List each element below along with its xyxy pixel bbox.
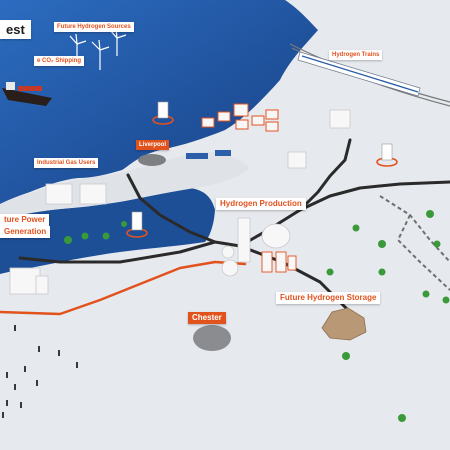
- hydrogen-vehicles: [186, 150, 231, 159]
- label-industrial-gas-users: Industrial Gas Users: [34, 158, 99, 168]
- label-future-power-generation-line1: ture Power: [0, 214, 50, 226]
- right-buildings: [287, 109, 351, 169]
- liverpool-houses: [201, 103, 279, 132]
- estuary: [0, 188, 215, 274]
- label-co2-shipping: e CO₂ Shipping: [34, 56, 84, 66]
- label-future-hydrogen-sources: Future Hydrogen Sources: [54, 22, 134, 32]
- people: [2, 325, 78, 418]
- hydrogen-train: [297, 51, 421, 97]
- power-plant: [9, 267, 49, 295]
- pipeline-future: [0, 260, 247, 316]
- label-chester: Chester: [188, 312, 226, 324]
- page-title-fragment: est: [0, 20, 31, 39]
- co2-ship: [2, 82, 52, 106]
- trees: [64, 210, 450, 422]
- label-hydrogen-production: Hydrogen Production: [216, 198, 306, 210]
- pipeline-dashed: [379, 195, 450, 291]
- hydrogen-storage-rock: [321, 307, 367, 341]
- chester-disc: [193, 325, 231, 351]
- hydrogen-production-plant: [221, 217, 297, 277]
- label-hydrogen-trains: Hydrogen Trains: [329, 50, 383, 60]
- industrial-gas-buildings: [45, 183, 107, 205]
- label-future-power-generation-line2: Generation: [0, 226, 51, 238]
- label-future-hydrogen-storage: Future Hydrogen Storage: [276, 292, 381, 304]
- label-liverpool: Liverpool: [136, 140, 170, 150]
- liverpool-disc: [138, 154, 166, 166]
- refuelling-stations: [126, 101, 398, 238]
